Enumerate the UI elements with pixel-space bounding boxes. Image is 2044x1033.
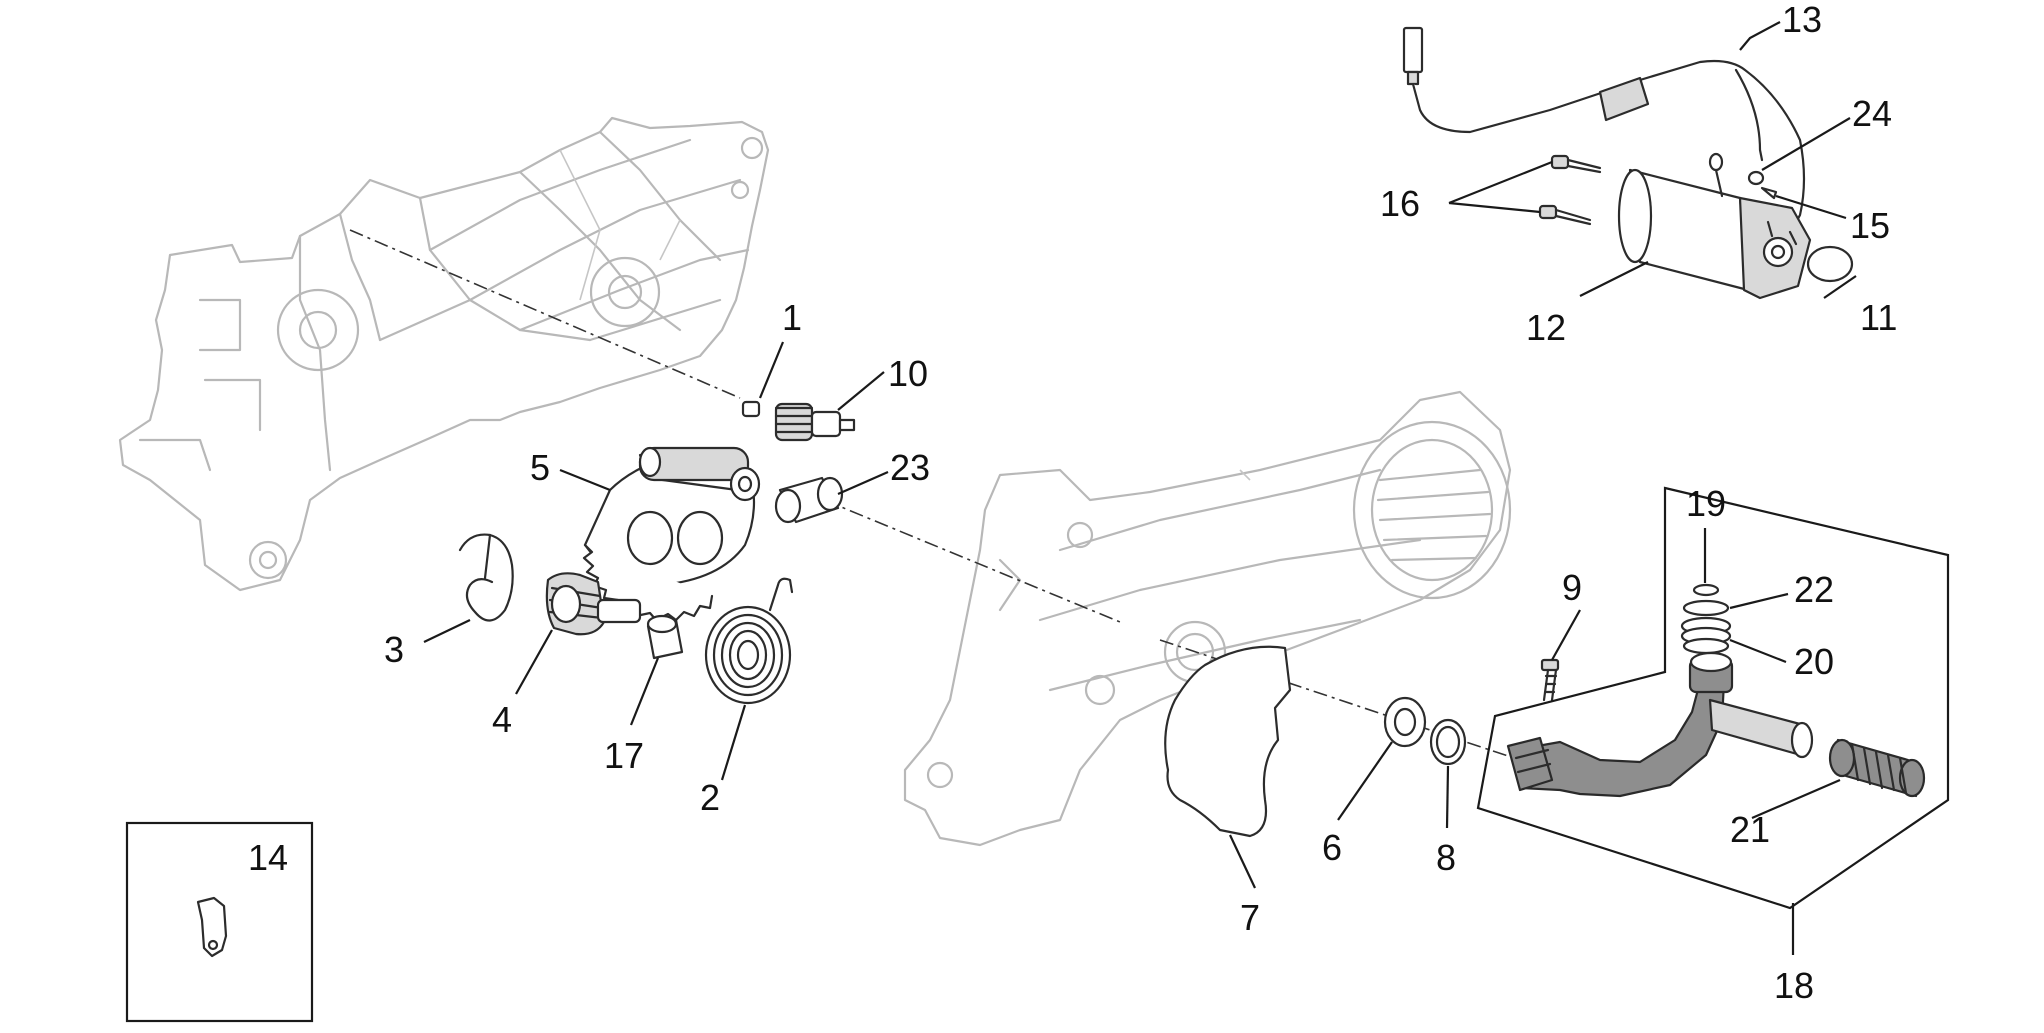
callout-24: 24 <box>1852 93 1892 134</box>
callout-7: 7 <box>1240 897 1260 938</box>
kick-lever[interactable] <box>1506 651 1814 798</box>
callout-3: 3 <box>384 629 404 670</box>
callout-23: 23 <box>890 447 930 488</box>
callout-19: 19 <box>1686 483 1726 524</box>
callout-8: 8 <box>1436 837 1456 878</box>
callout-16: 16 <box>1380 183 1420 224</box>
callout-9: 9 <box>1562 567 1582 608</box>
part-2-return-spring[interactable] <box>704 577 794 705</box>
part-20-spring[interactable] <box>1680 616 1732 655</box>
callout-11: 11 <box>1860 297 1897 338</box>
part-17-bushing[interactable] <box>646 614 684 660</box>
callout-1: 1 <box>782 297 802 338</box>
callout-2: 2 <box>700 777 720 818</box>
callout-5: 5 <box>530 447 550 488</box>
callout-17: 17 <box>604 735 644 776</box>
part-4-kick-gear-shaft[interactable] <box>545 572 642 636</box>
part-11-o-ring[interactable] <box>1806 245 1854 283</box>
callout-numbers: 1 2 3 4 5 6 7 8 9 10 11 12 13 14 15 16 1… <box>248 0 1897 1006</box>
callout-22: 22 <box>1794 569 1834 610</box>
part-9-bolt[interactable] <box>1540 658 1560 702</box>
part-14-clip[interactable] <box>196 896 228 958</box>
crankcase-ghost <box>118 116 770 592</box>
part-10-starter-pinion[interactable] <box>774 402 856 442</box>
part-19-ring[interactable] <box>1692 583 1720 597</box>
part-16-screws[interactable] <box>1538 154 1602 226</box>
callout-4: 4 <box>492 699 512 740</box>
callout-10: 10 <box>888 353 928 394</box>
part-15-screw[interactable] <box>1760 186 1778 200</box>
callout-6: 6 <box>1322 827 1342 868</box>
part-6-washer[interactable] <box>1383 696 1427 748</box>
part-22-washer[interactable] <box>1682 599 1730 617</box>
callout-18: 18 <box>1774 965 1814 1006</box>
variator-cover-ghost <box>903 390 1512 847</box>
part-8-circlip[interactable] <box>1429 718 1467 766</box>
part-1-bushing[interactable] <box>741 400 761 418</box>
part-24-washer[interactable] <box>1747 170 1765 186</box>
callout-15: 15 <box>1850 205 1890 246</box>
callout-12: 12 <box>1526 307 1566 348</box>
callout-13: 13 <box>1782 0 1822 40</box>
callout-20: 20 <box>1794 641 1834 682</box>
part-21-lever-grip[interactable] <box>1828 738 1926 798</box>
callout-21: 21 <box>1730 809 1770 850</box>
assembly-axes <box>349 229 1521 761</box>
part-12-starter-motor[interactable] <box>1617 152 1812 300</box>
leader-lines <box>423 21 1857 955</box>
callout-14: 14 <box>248 837 288 878</box>
part-14-box <box>125 821 314 1023</box>
part-3-clip-spring[interactable] <box>458 533 514 622</box>
part-7-gasket[interactable] <box>1164 645 1292 838</box>
kit-frame-18 <box>1476 486 1950 910</box>
part-23-bushing[interactable] <box>774 476 844 524</box>
part-5-kick-sector-gear[interactable] <box>582 446 761 622</box>
